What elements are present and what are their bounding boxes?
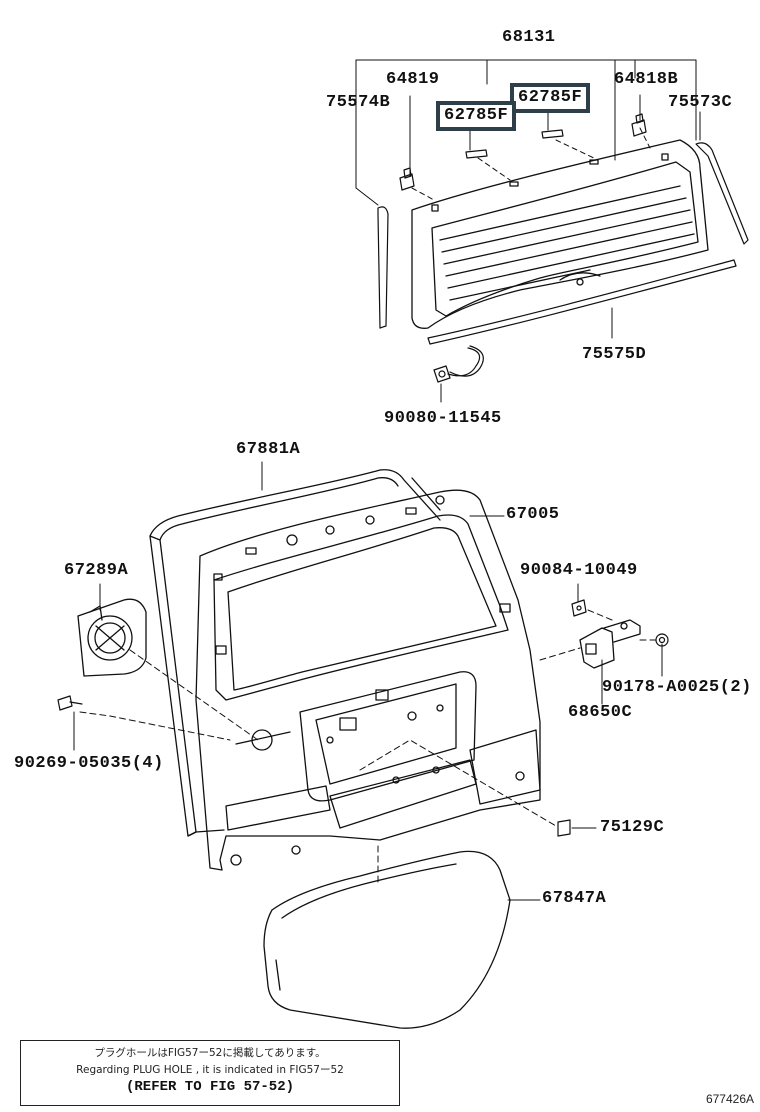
note-english: Regarding PLUG HOLE , it is indicated in… (76, 1064, 344, 1076)
back-door-panel (195, 489, 541, 871)
label-90269-05035: 90269-05035(4) (14, 754, 164, 773)
side-molding-right (695, 142, 749, 245)
figure-code: 677426A (705, 1092, 754, 1106)
screw-90269 (57, 695, 83, 711)
label-75573C: 75573C (668, 93, 733, 112)
side-molding-left (377, 206, 389, 329)
label-75129C: 75129C (600, 818, 665, 837)
label-75574B: 75574B (326, 93, 391, 112)
label-90178-A0025: 90178-A0025(2) (602, 678, 752, 697)
label-75575D: 75575D (582, 345, 647, 364)
clip-64819 (399, 167, 415, 191)
label-64818B: 64818B (614, 70, 679, 89)
bolt-90084 (571, 599, 587, 617)
label-62785F-upper: 62785F (510, 83, 591, 113)
label-62785F-lower: 62785F (436, 101, 517, 131)
spacer-62785F (465, 129, 564, 159)
lower-molding (427, 259, 737, 345)
label-68650C: 68650C (568, 703, 633, 722)
clip-75129C (557, 819, 571, 837)
hinge-68650C (579, 619, 641, 669)
reference-note-box: プラグホールはFIG57ー52に掲載してあります。 Regarding PLUG… (20, 1040, 400, 1106)
label-68131: 68131 (502, 28, 556, 47)
label-67847A: 67847A (542, 889, 607, 908)
nut-90178 (655, 633, 669, 647)
trim-board-67847A (263, 850, 511, 1029)
back-window-glass (411, 139, 709, 329)
leader-lines-lower (73, 461, 663, 901)
label-67289A: 67289A (64, 561, 129, 580)
label-67881A: 67881A (236, 440, 301, 459)
weatherstrip (149, 469, 441, 837)
cover-67289A (77, 598, 147, 677)
clip-64818B (631, 113, 647, 137)
note-japanese: プラグホールはFIG57ー52に掲載してあります。 (94, 1047, 326, 1059)
wire-harness (433, 345, 484, 383)
label-90080-11545: 90080-11545 (384, 409, 502, 428)
leader-lines-upper (355, 59, 701, 403)
note-refer-link[interactable]: (REFER TO FIG 57-52) (125, 1079, 295, 1095)
label-90084-10049: 90084-10049 (520, 561, 638, 580)
label-67005: 67005 (506, 505, 560, 524)
label-64819: 64819 (386, 70, 440, 89)
